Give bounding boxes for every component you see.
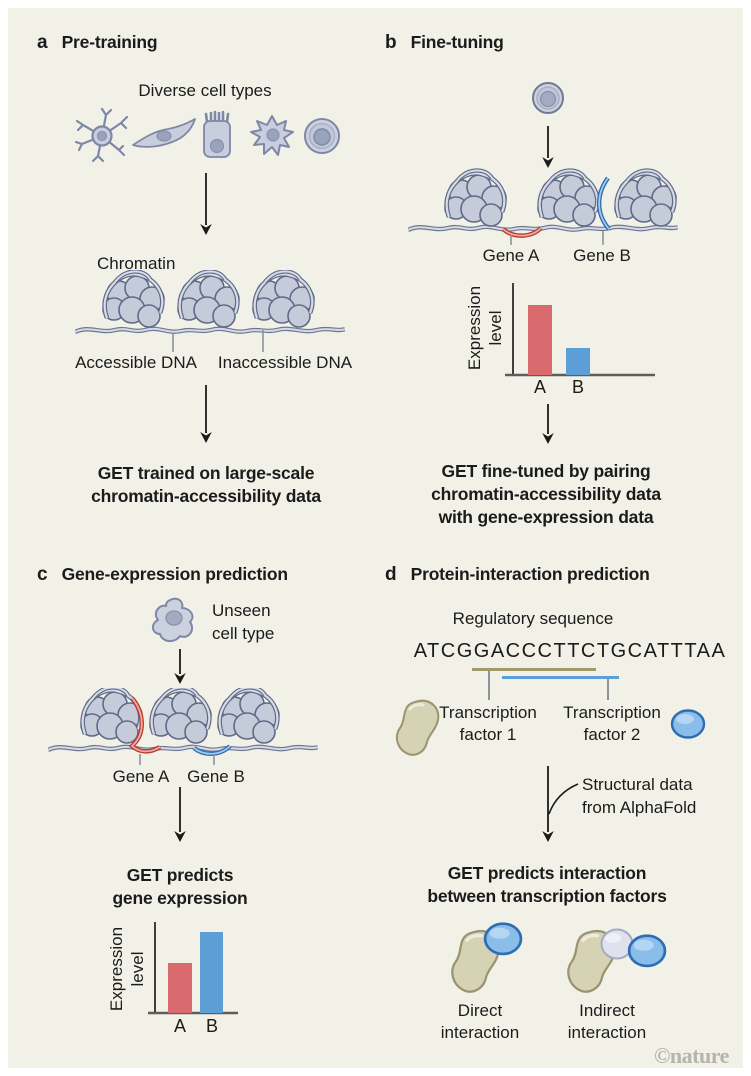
inaccessible-dna-label: Inaccessible DNA (217, 353, 353, 372)
panel-a-header: a Pre-training (37, 32, 158, 54)
gene-b-dna (192, 744, 232, 756)
tf2-binding-site-underline (502, 676, 619, 679)
chromatin-c-illustration (48, 688, 318, 765)
bar-gene-a (168, 963, 192, 1013)
nucleosome (253, 271, 314, 327)
nucleosome (538, 170, 599, 226)
round-cell-icon (304, 118, 340, 154)
panel-c-letter: c (37, 564, 48, 585)
panel-d-title: Protein-interaction prediction (410, 564, 650, 584)
panel-c-conclusion: GET predicts gene expression (112, 864, 247, 910)
transcription-factor-1-icon (395, 699, 440, 757)
regulatory-sequence-label: Regulatory sequence (452, 609, 614, 628)
expression-bar-chart-c: A B (148, 922, 238, 1036)
unseen-cell-icon (152, 597, 194, 642)
direct-interaction-icon (450, 922, 523, 994)
nucleosome (218, 688, 279, 743)
down-arrow-icon (542, 126, 554, 168)
gene-b-label: Gene B (187, 767, 245, 786)
transcription-factor-1-label: Transcription factor 1 (439, 703, 537, 744)
panel-a-letter: a (37, 32, 48, 53)
dna-sequence-text: ATCGGACCCTTCTGCATTTAA (413, 640, 727, 662)
tf2-tick (607, 679, 609, 700)
unseen-cell-type-label: Unseen cell type (212, 601, 275, 643)
bar-label-a: A (174, 1016, 186, 1036)
panel-d-conclusion-line2: between transcription factors (427, 886, 667, 906)
figure-background (8, 8, 743, 1068)
panel-d-conclusion-line1: GET predicts interaction (447, 863, 647, 883)
tf1-tick (488, 671, 490, 700)
transcription-factor-2-icon (670, 709, 706, 739)
panel-c-title: Gene-expression prediction (61, 564, 288, 584)
panel-a-conclusion: GET trained on large-scale chromatin-acc… (91, 462, 321, 508)
panel-b-conclusion-line1: GET fine-tuned by pairing (441, 461, 651, 481)
neuron-icon (74, 107, 129, 163)
bar-label-a: A (534, 377, 546, 396)
nucleosome (445, 170, 506, 226)
alphafold-label: Structural data from AlphaFold (582, 775, 697, 817)
expression-bar-chart-b: A B (505, 283, 655, 396)
direct-interaction-label: Direct interaction (440, 1001, 520, 1042)
bar-gene-a (528, 305, 552, 375)
panel-d-conclusion: GET predicts interaction between transcr… (427, 862, 666, 908)
panel-b-title: Fine-tuning (410, 32, 504, 52)
bar-gene-b (566, 348, 590, 375)
alphafold-merge-curve (548, 783, 579, 815)
panel-a-conclusion-line2: chromatin-accessibility data (91, 486, 321, 506)
panel-b-letter: b (385, 32, 397, 53)
panel-c-header: c Gene-expression prediction (37, 564, 288, 586)
gene-a-label: Gene A (482, 246, 540, 265)
diverse-cell-types-label: Diverse cell types (138, 81, 272, 100)
chromatin-b-illustration (408, 168, 678, 245)
gene-a-dna (128, 696, 162, 754)
down-arrow-icon (174, 649, 186, 684)
panel-d-header: d Protein-interaction prediction (385, 564, 650, 586)
nucleosome (103, 271, 164, 327)
diverse-cell-icons (74, 107, 340, 163)
bar-label-b: B (206, 1016, 218, 1036)
panel-d-letter: d (385, 564, 397, 585)
nucleosome (615, 170, 676, 226)
epithelial-cell-icon (203, 110, 231, 158)
panel-c-conclusion-line2: gene expression (112, 888, 248, 908)
down-arrow-icon (200, 173, 212, 235)
gene-a-accessible-dna (501, 226, 543, 238)
nucleosome (178, 271, 239, 327)
chromatin-a-illustration (75, 270, 345, 352)
dendritic-cell-icon (250, 115, 294, 156)
bar-label-b: B (572, 377, 584, 396)
indirect-interaction-label: Indirect interaction (567, 1001, 647, 1042)
down-arrow-icon (542, 404, 554, 444)
down-arrow-icon (174, 787, 186, 842)
panel-c-conclusion-line1: GET predicts (126, 865, 234, 885)
expression-level-axis-label: Expression level (107, 926, 147, 1012)
panel-b-conclusion-line3: with gene-expression data (438, 507, 654, 527)
accessible-dna-label: Accessible DNA (75, 353, 197, 372)
cell-icon (532, 82, 564, 114)
nature-watermark: ©nature (654, 1043, 729, 1068)
down-arrow-icon (200, 385, 212, 443)
chromatin-label: Chromatin (97, 254, 176, 273)
transcription-factor-2-label: Transcription factor 2 (563, 703, 661, 744)
tf1-binding-site-underline (472, 668, 596, 671)
gene-b-inaccessible-dna (596, 176, 611, 231)
panel-b-conclusion: GET fine-tuned by pairing chromatin-acce… (431, 460, 661, 529)
panel-b-header: b Fine-tuning (385, 32, 504, 54)
nucleosome (150, 688, 211, 743)
panel-a-conclusion-line1: GET trained on large-scale (97, 463, 315, 483)
indirect-interaction-icon (566, 928, 667, 994)
down-arrow-with-merge-icon (542, 766, 579, 842)
panel-a-title: Pre-training (61, 32, 158, 52)
fibroblast-icon (132, 118, 196, 148)
nucleosome (81, 688, 142, 743)
gene-b-label: Gene B (573, 246, 631, 265)
panel-b-conclusion-line2: chromatin-accessibility data (431, 484, 661, 504)
bar-gene-b (200, 932, 223, 1013)
gene-a-label: Gene A (112, 767, 170, 786)
